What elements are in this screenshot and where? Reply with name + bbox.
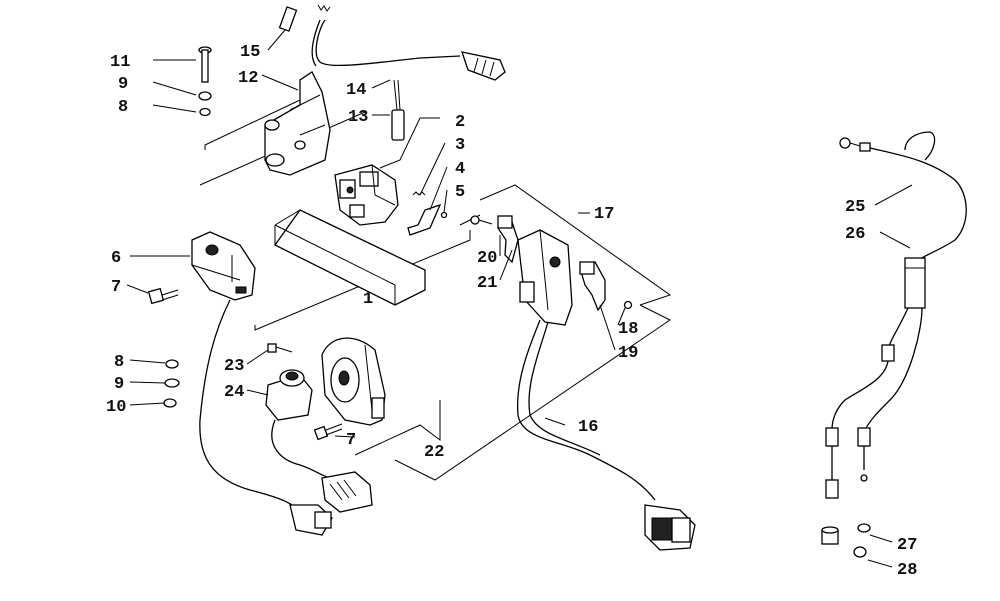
- screw-part-18: [623, 300, 633, 310]
- callout-18: 18: [618, 320, 638, 339]
- callout-7-lower: 7: [346, 431, 356, 450]
- nut-part-8-lower: [165, 359, 179, 369]
- cable-assembly-part-25: [839, 131, 967, 263]
- callout-25: 25: [845, 198, 865, 217]
- callout-16: 16: [578, 418, 598, 437]
- screw-part-7-lower: [313, 423, 343, 441]
- spring-part-3: [412, 191, 426, 196]
- callout-3: 3: [455, 136, 465, 155]
- callout-1: 1: [363, 290, 373, 309]
- leader-lines: [126, 29, 913, 568]
- switch-cover-part-17: [517, 229, 573, 326]
- switch-housing-part-2: [334, 164, 399, 226]
- callout-4: 4: [455, 160, 465, 179]
- clip-part-27: [857, 523, 871, 533]
- callout-17: 17: [594, 205, 614, 224]
- callout-22: 22: [424, 443, 444, 462]
- group-outline-16-22: [394, 304, 671, 481]
- callout-8-upper: 8: [118, 98, 128, 117]
- pin-part-13: [391, 79, 405, 141]
- callout-23: 23: [224, 357, 244, 376]
- sensor-part-27: [821, 526, 839, 545]
- callout-20: 20: [477, 249, 497, 268]
- wire-harness-left: [199, 299, 373, 536]
- callout-8-lower: 8: [114, 353, 124, 372]
- callout-11: 11: [110, 53, 130, 72]
- screw-part-20: [470, 215, 493, 225]
- throttle-bracket-part-12: [264, 71, 331, 176]
- callout-7-upper: 7: [111, 278, 121, 297]
- washer-part-9-lower: [164, 378, 180, 388]
- washer-part-9-top: [198, 91, 212, 101]
- cable-part-14: [311, 4, 506, 81]
- callout-labels: 1 2 3 4 5 6 7 7 8 8 9 9 10 11 12 13 14 1…: [106, 43, 917, 580]
- grommet-part-28: [853, 546, 867, 558]
- clamp-block-part-6: [191, 231, 256, 301]
- callout-13: 13: [348, 108, 368, 127]
- callout-27: 27: [897, 536, 917, 555]
- callout-24: 24: [224, 383, 244, 402]
- group-outline-22: [354, 400, 441, 456]
- callout-14: 14: [346, 81, 366, 100]
- bolt-part-11: [198, 46, 212, 83]
- callout-9-upper: 9: [118, 75, 128, 94]
- screw-part-23: [267, 343, 293, 353]
- switch-bar-part-1: [274, 209, 426, 306]
- harness-part-26: [825, 257, 926, 499]
- contact-plate-part-4: [407, 203, 442, 236]
- lever-part-19: [579, 261, 606, 312]
- callout-9-lower: 9: [114, 375, 124, 394]
- nut-part-8-top: [199, 107, 211, 117]
- screw-part-7-upper: [147, 287, 179, 305]
- callout-15: 15: [240, 43, 260, 62]
- group-outline-17: [479, 184, 672, 306]
- washer-part-10: [163, 398, 177, 408]
- sleeve-part-15: [278, 6, 298, 32]
- lever-part-21: [497, 215, 519, 264]
- screw-part-5: [440, 211, 448, 219]
- group-outline-1-top: [204, 99, 301, 150]
- callout-21: 21: [477, 274, 497, 293]
- callout-12: 12: [238, 69, 258, 88]
- callout-6: 6: [111, 249, 121, 268]
- callout-5: 5: [455, 183, 465, 202]
- callout-26: 26: [845, 225, 865, 244]
- button-assembly-part-24: [265, 369, 313, 421]
- lower-housing-part-22: [321, 337, 386, 426]
- callout-10: 10: [106, 398, 126, 417]
- callout-19: 19: [618, 344, 638, 363]
- callout-2: 2: [455, 113, 465, 132]
- wire-harness-part-16: [516, 319, 696, 551]
- callout-28: 28: [897, 561, 917, 580]
